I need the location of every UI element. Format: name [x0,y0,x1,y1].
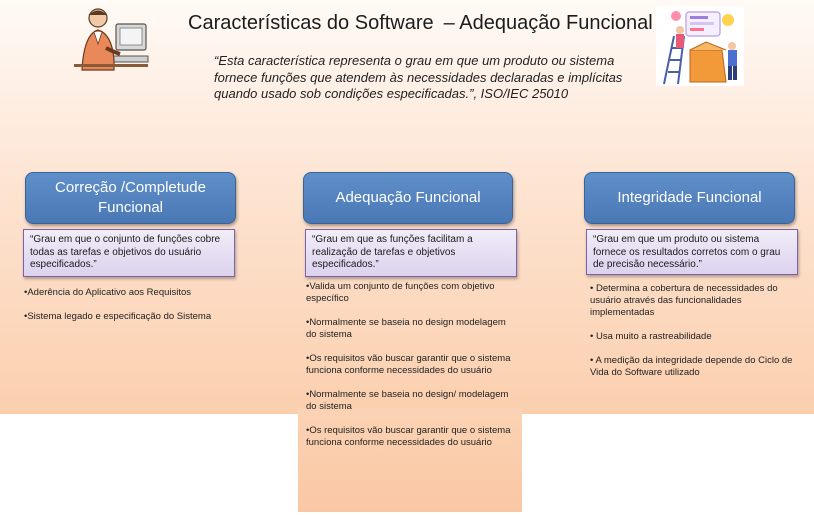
bullet-item: •Os requisitos vão buscar garantir que o… [306,425,511,448]
bullet-list-integridade: • Determina a cobertura de necessidades … [590,283,794,391]
bullet-item: • Determina a cobertura de necessidades … [590,283,778,318]
category-box-adequacao: Adequação Funcional [303,172,513,224]
bullet-list-adequacao: •Valida um conjunto de funções com objet… [306,281,518,461]
slide-title: Características do Software – Adequação F… [188,12,658,35]
bullet-list-correcao: •Aderência do Aplicativo aos Requisitos … [24,287,238,335]
bullet-item: •Sistema legado e especificação do Siste… [24,311,212,322]
definition-box-adequacao: “Grau em que as funções facilitam a real… [305,229,517,277]
definition-box-integridade: “Grau em que um produto ou sistema forne… [586,229,798,275]
title-suffix: – Adequação Funcional [443,12,653,34]
person-at-computer-icon [74,8,149,71]
bullet-item: • A medição da integridade depende do Ci… [590,355,793,378]
bullet-item: •Valida um conjunto de funções com objet… [306,281,495,304]
bullet-item: •Normalmente se baseia no design modelag… [306,317,506,340]
definition-box-correcao: “Grau em que o conjunto de funções cobre… [23,229,235,277]
category-box-correcao: Correção /Completude Funcional [25,172,236,224]
bullet-item: •Os requisitos vão buscar garantir que o… [306,353,511,376]
bullet-item: • Usa muito a rastreabilidade [590,331,712,342]
iso-quote: “Esta característica representa o grau e… [214,53,623,101]
bullet-item: •Normalmente se baseia no design/ modela… [306,389,509,412]
overflow-text-panel [298,408,522,512]
team-building-icon [656,6,744,86]
bullet-item: •Aderência do Aplicativo aos Requisitos [24,287,192,298]
category-box-integridade: Integridade Funcional [584,172,795,224]
title-main: Características do Software [188,12,434,34]
